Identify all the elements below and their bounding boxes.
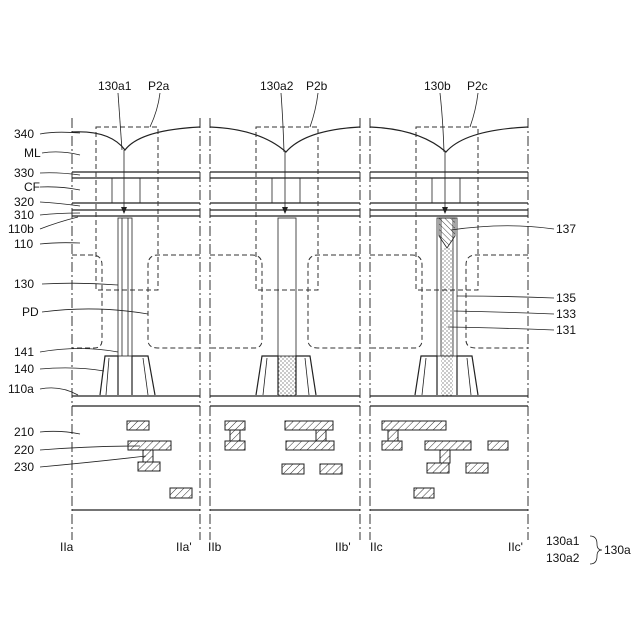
label-iia: IIa [60, 540, 74, 554]
panel-c [370, 118, 528, 540]
label-110a: 110a [8, 382, 34, 396]
bottom-labels: IIa IIa' IIb IIb' IIc IIc' 130a1 130a2 1… [60, 534, 631, 565]
label-137: 137 [556, 222, 576, 236]
label-230: 230 [14, 460, 34, 474]
label-pd: PD [22, 305, 39, 319]
panel-a-wire-220 [128, 441, 171, 450]
label-141: 141 [14, 345, 34, 359]
label-p2b: P2b [306, 79, 328, 93]
label-p2a: P2a [148, 79, 170, 93]
label-330: 330 [14, 166, 34, 180]
label-cf: CF [24, 180, 40, 194]
legend-130a2: 130a2 [546, 551, 580, 565]
label-135: 135 [556, 291, 576, 305]
label-220: 220 [14, 443, 34, 457]
panel-a-microlens [72, 127, 200, 150]
panel-a-wire-210 [127, 421, 149, 430]
label-133: 133 [556, 307, 576, 321]
panel-a-region-box [96, 127, 158, 290]
label-340: 340 [14, 127, 34, 141]
label-310: 310 [14, 208, 34, 222]
label-130a2: 130a2 [260, 79, 294, 93]
panel-b [210, 118, 360, 540]
label-iic-prime: IIc' [508, 540, 523, 554]
label-110b: 110b [8, 222, 34, 236]
panel-b-trench-filled [278, 218, 296, 356]
label-iib: IIb [208, 540, 222, 554]
label-ml: ML [24, 146, 41, 160]
label-iic: IIc [370, 540, 383, 554]
label-320: 320 [14, 195, 34, 209]
label-131: 131 [556, 323, 576, 337]
label-130: 130 [14, 277, 34, 291]
label-210: 210 [14, 425, 34, 439]
panel-a [72, 118, 200, 540]
label-p2c: P2c [467, 79, 488, 93]
label-130b: 130b [424, 79, 451, 93]
label-iia-prime: IIa' [176, 540, 192, 554]
legend-brace [590, 536, 602, 564]
panel-c-microlens [370, 127, 528, 152]
label-110: 110 [14, 237, 33, 251]
label-130a1: 130a1 [98, 79, 132, 93]
panel-a-trench [118, 218, 132, 356]
label-iib-prime: IIb' [335, 540, 351, 554]
right-labels: 137 135 133 131 [448, 222, 576, 337]
legend-130a: 130a [604, 543, 631, 557]
legend-130a1: 130a1 [546, 534, 580, 548]
label-140: 140 [14, 362, 34, 376]
panel-b-microlens [210, 127, 360, 152]
